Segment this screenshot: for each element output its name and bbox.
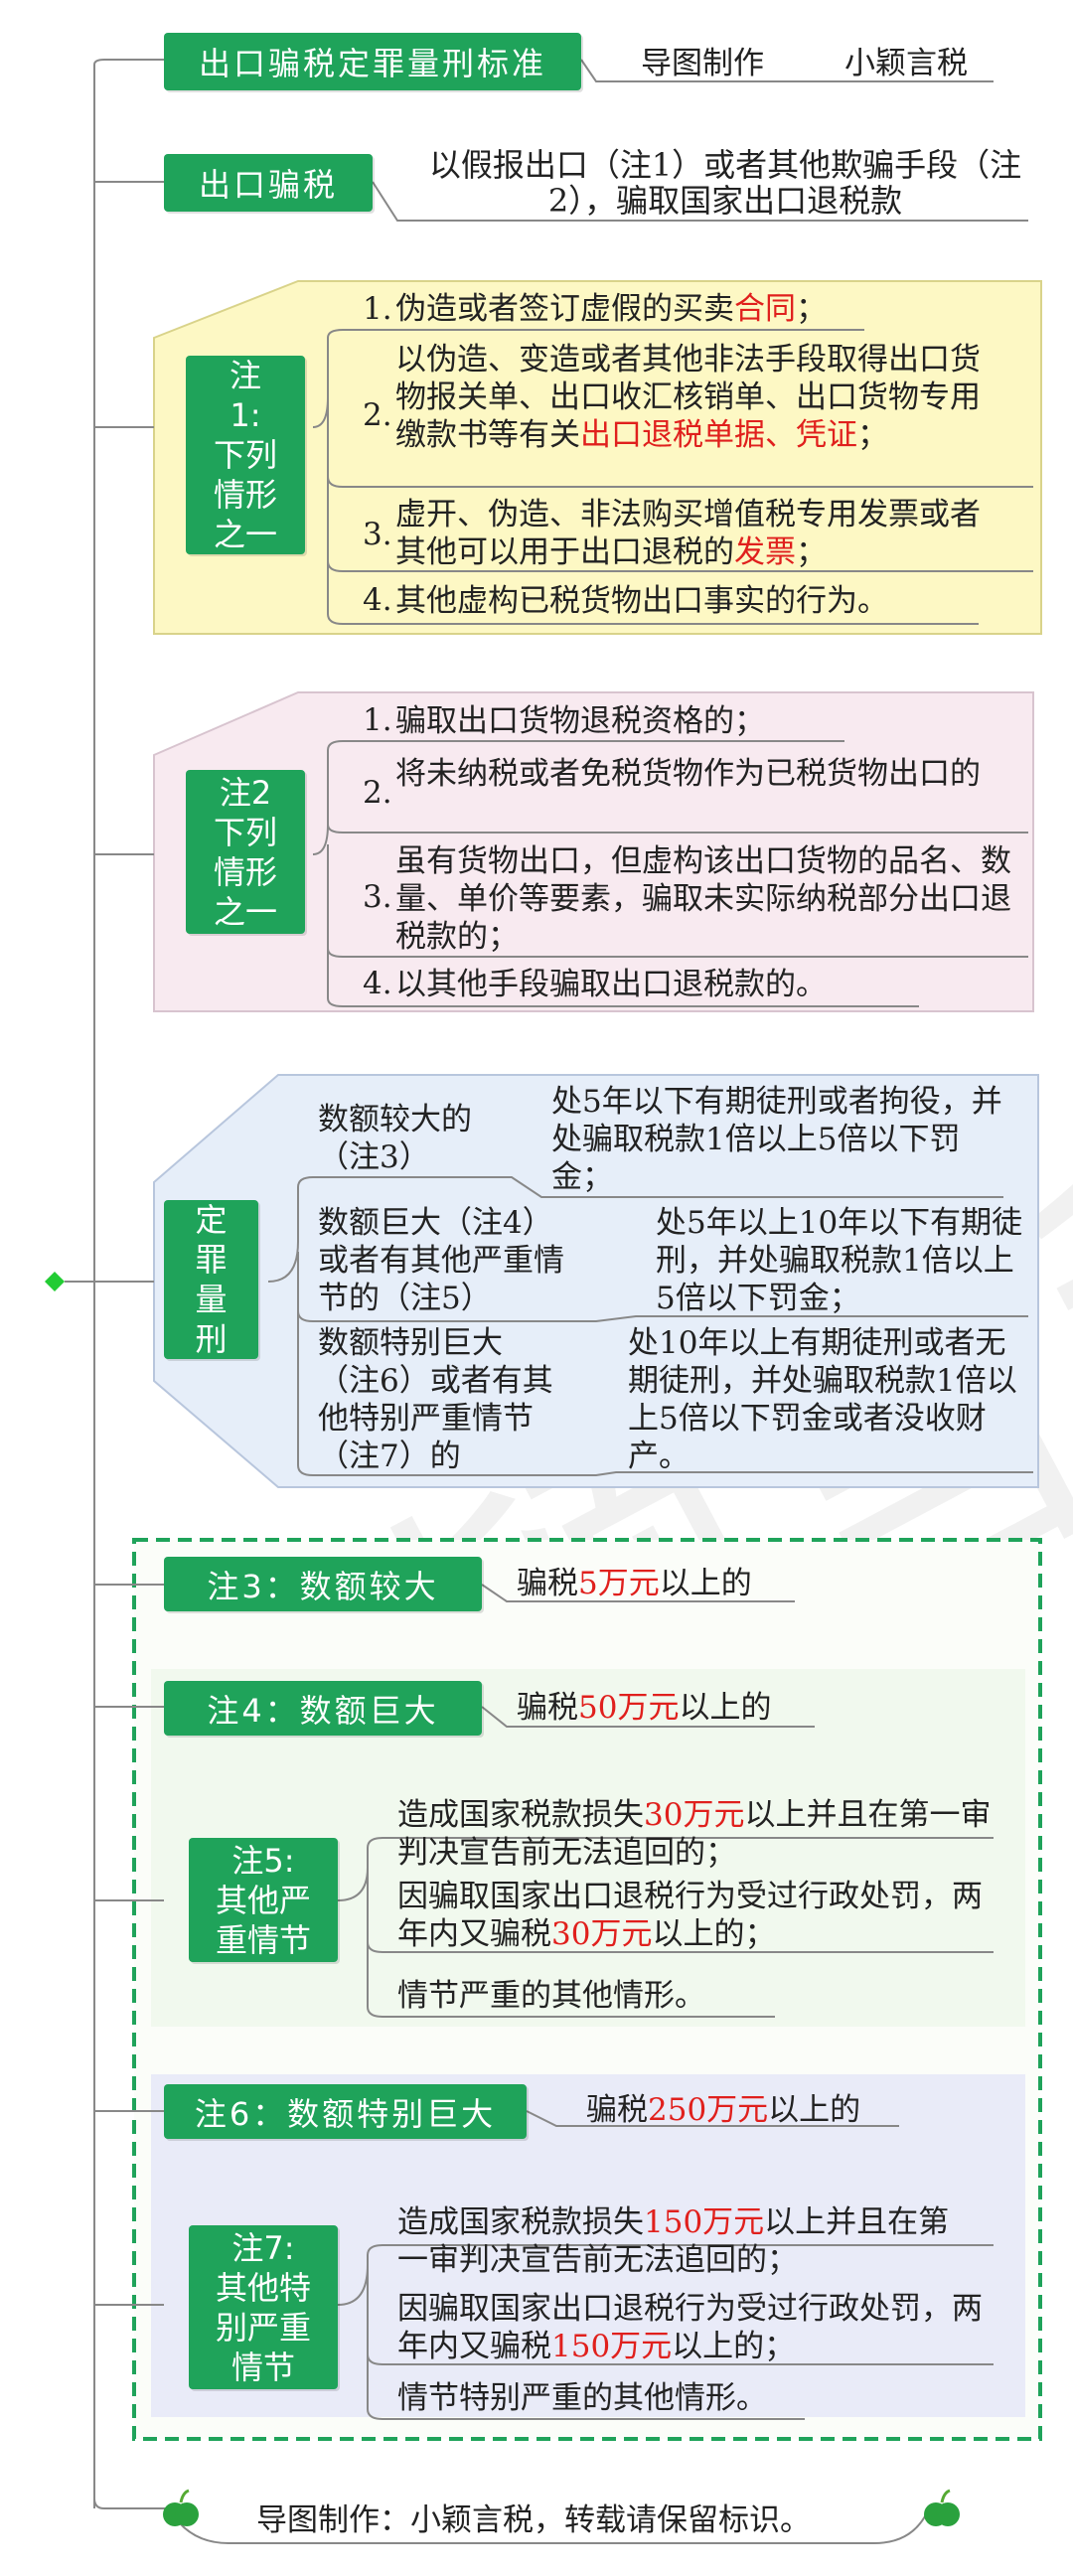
note2-item4-num: 4. bbox=[363, 966, 392, 1001]
note2-item4-text: 以其他手段骗取出口退税款的。 bbox=[395, 967, 827, 1002]
note1-item3: 虚开、伪造、非法购买增值税专用发票或者其他可以用于出口退税的发票； bbox=[395, 497, 981, 570]
note7-item1: 造成国家税款损失150万元以上并且在第一审判决宣告前无法追回的； bbox=[397, 2204, 950, 2278]
maker-name: 小颖言税 bbox=[844, 46, 968, 81]
sentencing-cond-2: 数额巨大（注4）或者有其他严重情节的（注5） bbox=[318, 1205, 564, 1316]
note2-item2-num: 2. bbox=[363, 775, 392, 811]
note2-item1-text: 骗取出口货物退税资格的； bbox=[395, 703, 765, 739]
note3-node: 注3：数额较大 bbox=[164, 1557, 482, 1611]
sentencing-cond-3: 数额特别巨大（注6）或者有其他特别严重情节（注7）的 bbox=[318, 1325, 553, 1474]
title-node: 出口骗税定罪量刑标准 bbox=[164, 33, 581, 90]
note7-node: 注7:其他特别严重情节 bbox=[189, 2225, 338, 2389]
note1-panel bbox=[153, 280, 1042, 635]
note3-text: 骗税5万元以上的 bbox=[517, 1566, 752, 1601]
definition-node: 出口骗税 bbox=[164, 154, 373, 212]
sentencing-penalty-3: 处10年以上有期徒刑或者无期徒刑，并处骗取税款1倍以上5倍以下罚金或者没收财产。 bbox=[628, 1325, 1017, 1474]
note2-item3-num: 3. bbox=[363, 879, 392, 915]
apple-icon-left bbox=[163, 2489, 199, 2526]
sentencing-cond-1: 数额较大的（注3） bbox=[318, 1102, 472, 1175]
sentencing-penalty-1: 处5年以下有期徒刑或者拘役，并处骗取税款1倍以上5倍以下罚金； bbox=[551, 1084, 1002, 1195]
note2-item2-text: 将未纳税或者免税货物作为已税货物出口的 bbox=[395, 756, 981, 792]
note1-item2-num: 2. bbox=[363, 397, 392, 433]
sentencing-penalty-2: 处5年以上10年以下有期徒刑，并处骗取税款1倍以上5倍以下罚金； bbox=[656, 1205, 1023, 1316]
root-diamond bbox=[45, 1272, 65, 1291]
note6-text: 骗税250万元以上的 bbox=[586, 2092, 861, 2128]
note7-item3: 情节特别严重的其他情形。 bbox=[397, 2380, 767, 2416]
note6-node: 注6：数额特别巨大 bbox=[164, 2084, 527, 2139]
note1-item4: 其他虚构已税货物出口事实的行为。 bbox=[395, 583, 888, 619]
note1-item1-num: 1. bbox=[363, 291, 392, 327]
note1-item1: 伪造或者签订虚假的买卖合同； bbox=[395, 291, 827, 327]
apple-icon-right bbox=[924, 2489, 960, 2526]
note7-item2: 因骗取国家出口退税行为受过行政处罚，两年内又骗税150万元以上的； bbox=[397, 2291, 983, 2364]
note5-item3: 情节严重的其他情形。 bbox=[397, 1978, 705, 2014]
note1-item4-num: 4. bbox=[363, 582, 392, 618]
note1-item2: 以伪造、变造或者其他非法手段取得出口货物报关单、出口收汇核销单、出口货物专用缴款… bbox=[395, 342, 981, 453]
note4-node: 注4：数额巨大 bbox=[164, 1681, 482, 1736]
note2-item3-text: 虽有货物出口，但虚构该出口货物的品名、数量、单价等要素，骗取未实际纳税部分出口退… bbox=[395, 843, 1011, 955]
note2-item1-num: 1. bbox=[363, 702, 392, 738]
note5-item1: 造成国家税款损失30万元以上并且在第一审判决宣告前无法追回的； bbox=[397, 1797, 992, 1871]
note5-node: 注5:其他严重情节 bbox=[189, 1838, 338, 1962]
sentencing-node: 定罪量刑 bbox=[164, 1200, 258, 1359]
note5-item2: 因骗取国家出口退税行为受过行政处罚，两年内又骗税30万元以上的； bbox=[397, 1879, 983, 1952]
footer-text: 导图制作：小颖言税，转载请保留标识。 bbox=[256, 2502, 811, 2538]
note4-text: 骗税50万元以上的 bbox=[517, 1690, 772, 1726]
note1-item3-num: 3. bbox=[363, 517, 392, 552]
maker-label: 导图制作 bbox=[641, 46, 764, 81]
note2-panel bbox=[153, 691, 1034, 1012]
definition-text: 以假报出口（注1）或者其他欺骗手段（注2），骗取国家出口退税款 bbox=[428, 146, 1022, 220]
